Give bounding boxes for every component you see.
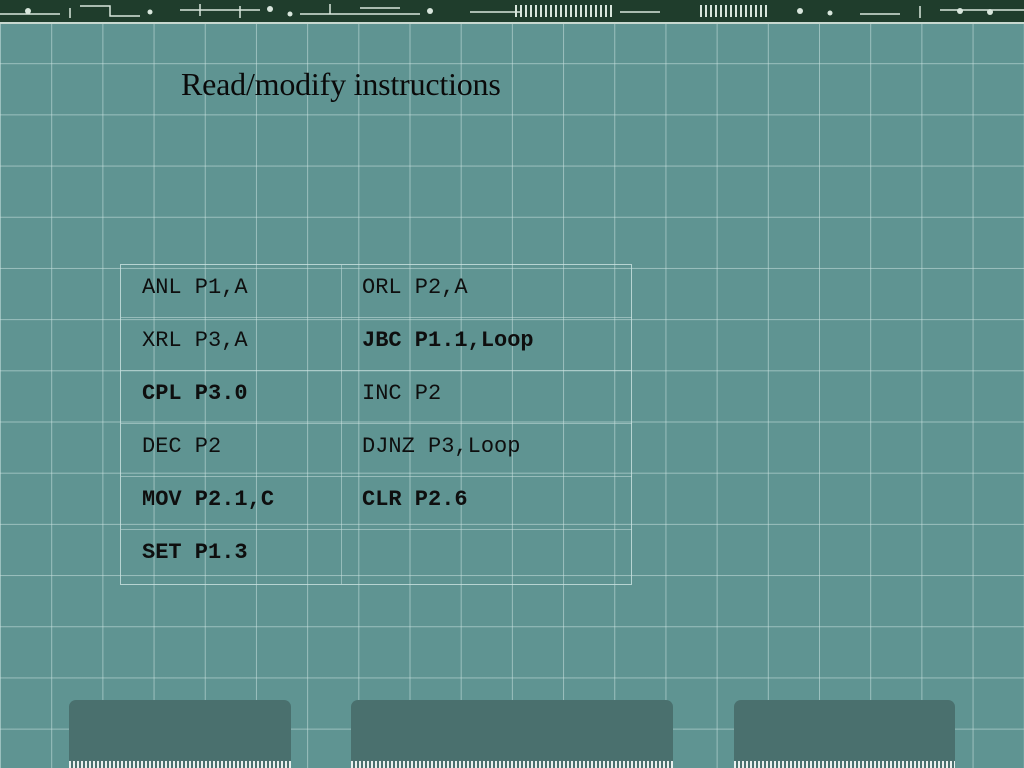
table-row: SET P1.3 [121, 530, 632, 583]
instruction-table: ANL P1,A ORL P2,A XRL P3,A JBC P1.1,Loop… [120, 264, 632, 585]
instruction-cell: XRL P3,A [142, 328, 248, 353]
table-row: ANL P1,A ORL P2,A [121, 265, 632, 318]
table-row: CPL P3.0 INC P2 [121, 371, 632, 424]
instruction-cell: ANL P1,A [142, 275, 248, 300]
column-divider [341, 265, 342, 584]
table-row: MOV P2.1,C CLR P2.6 [121, 477, 632, 530]
footer-tab-center [351, 700, 673, 768]
instruction-cell: CPL P3.0 [142, 381, 248, 406]
circuit-board-strip-icon [0, 0, 1024, 24]
footer-tab-left [69, 700, 291, 768]
instruction-cell: DEC P2 [142, 434, 222, 459]
instruction-cell: SET P1.3 [142, 540, 248, 565]
slide-title: Read/modify instructions [181, 66, 501, 102]
instruction-cell: INC P2 [362, 381, 442, 406]
footer-tick-strip [69, 761, 291, 768]
footer-tab-right [734, 700, 955, 768]
table-row: XRL P3,A JBC P1.1,Loop [121, 318, 632, 371]
footer-tick-strip [734, 761, 955, 768]
instruction-cell: ORL P2,A [362, 275, 468, 300]
table-row: DEC P2 DJNZ P3,Loop [121, 424, 632, 477]
instruction-cell: CLR P2.6 [362, 487, 468, 512]
instruction-cell: MOV P2.1,C [142, 487, 275, 512]
instruction-cell: JBC P1.1,Loop [362, 328, 534, 353]
instruction-cell: DJNZ P3,Loop [362, 434, 521, 459]
footer-tick-strip [351, 761, 673, 768]
